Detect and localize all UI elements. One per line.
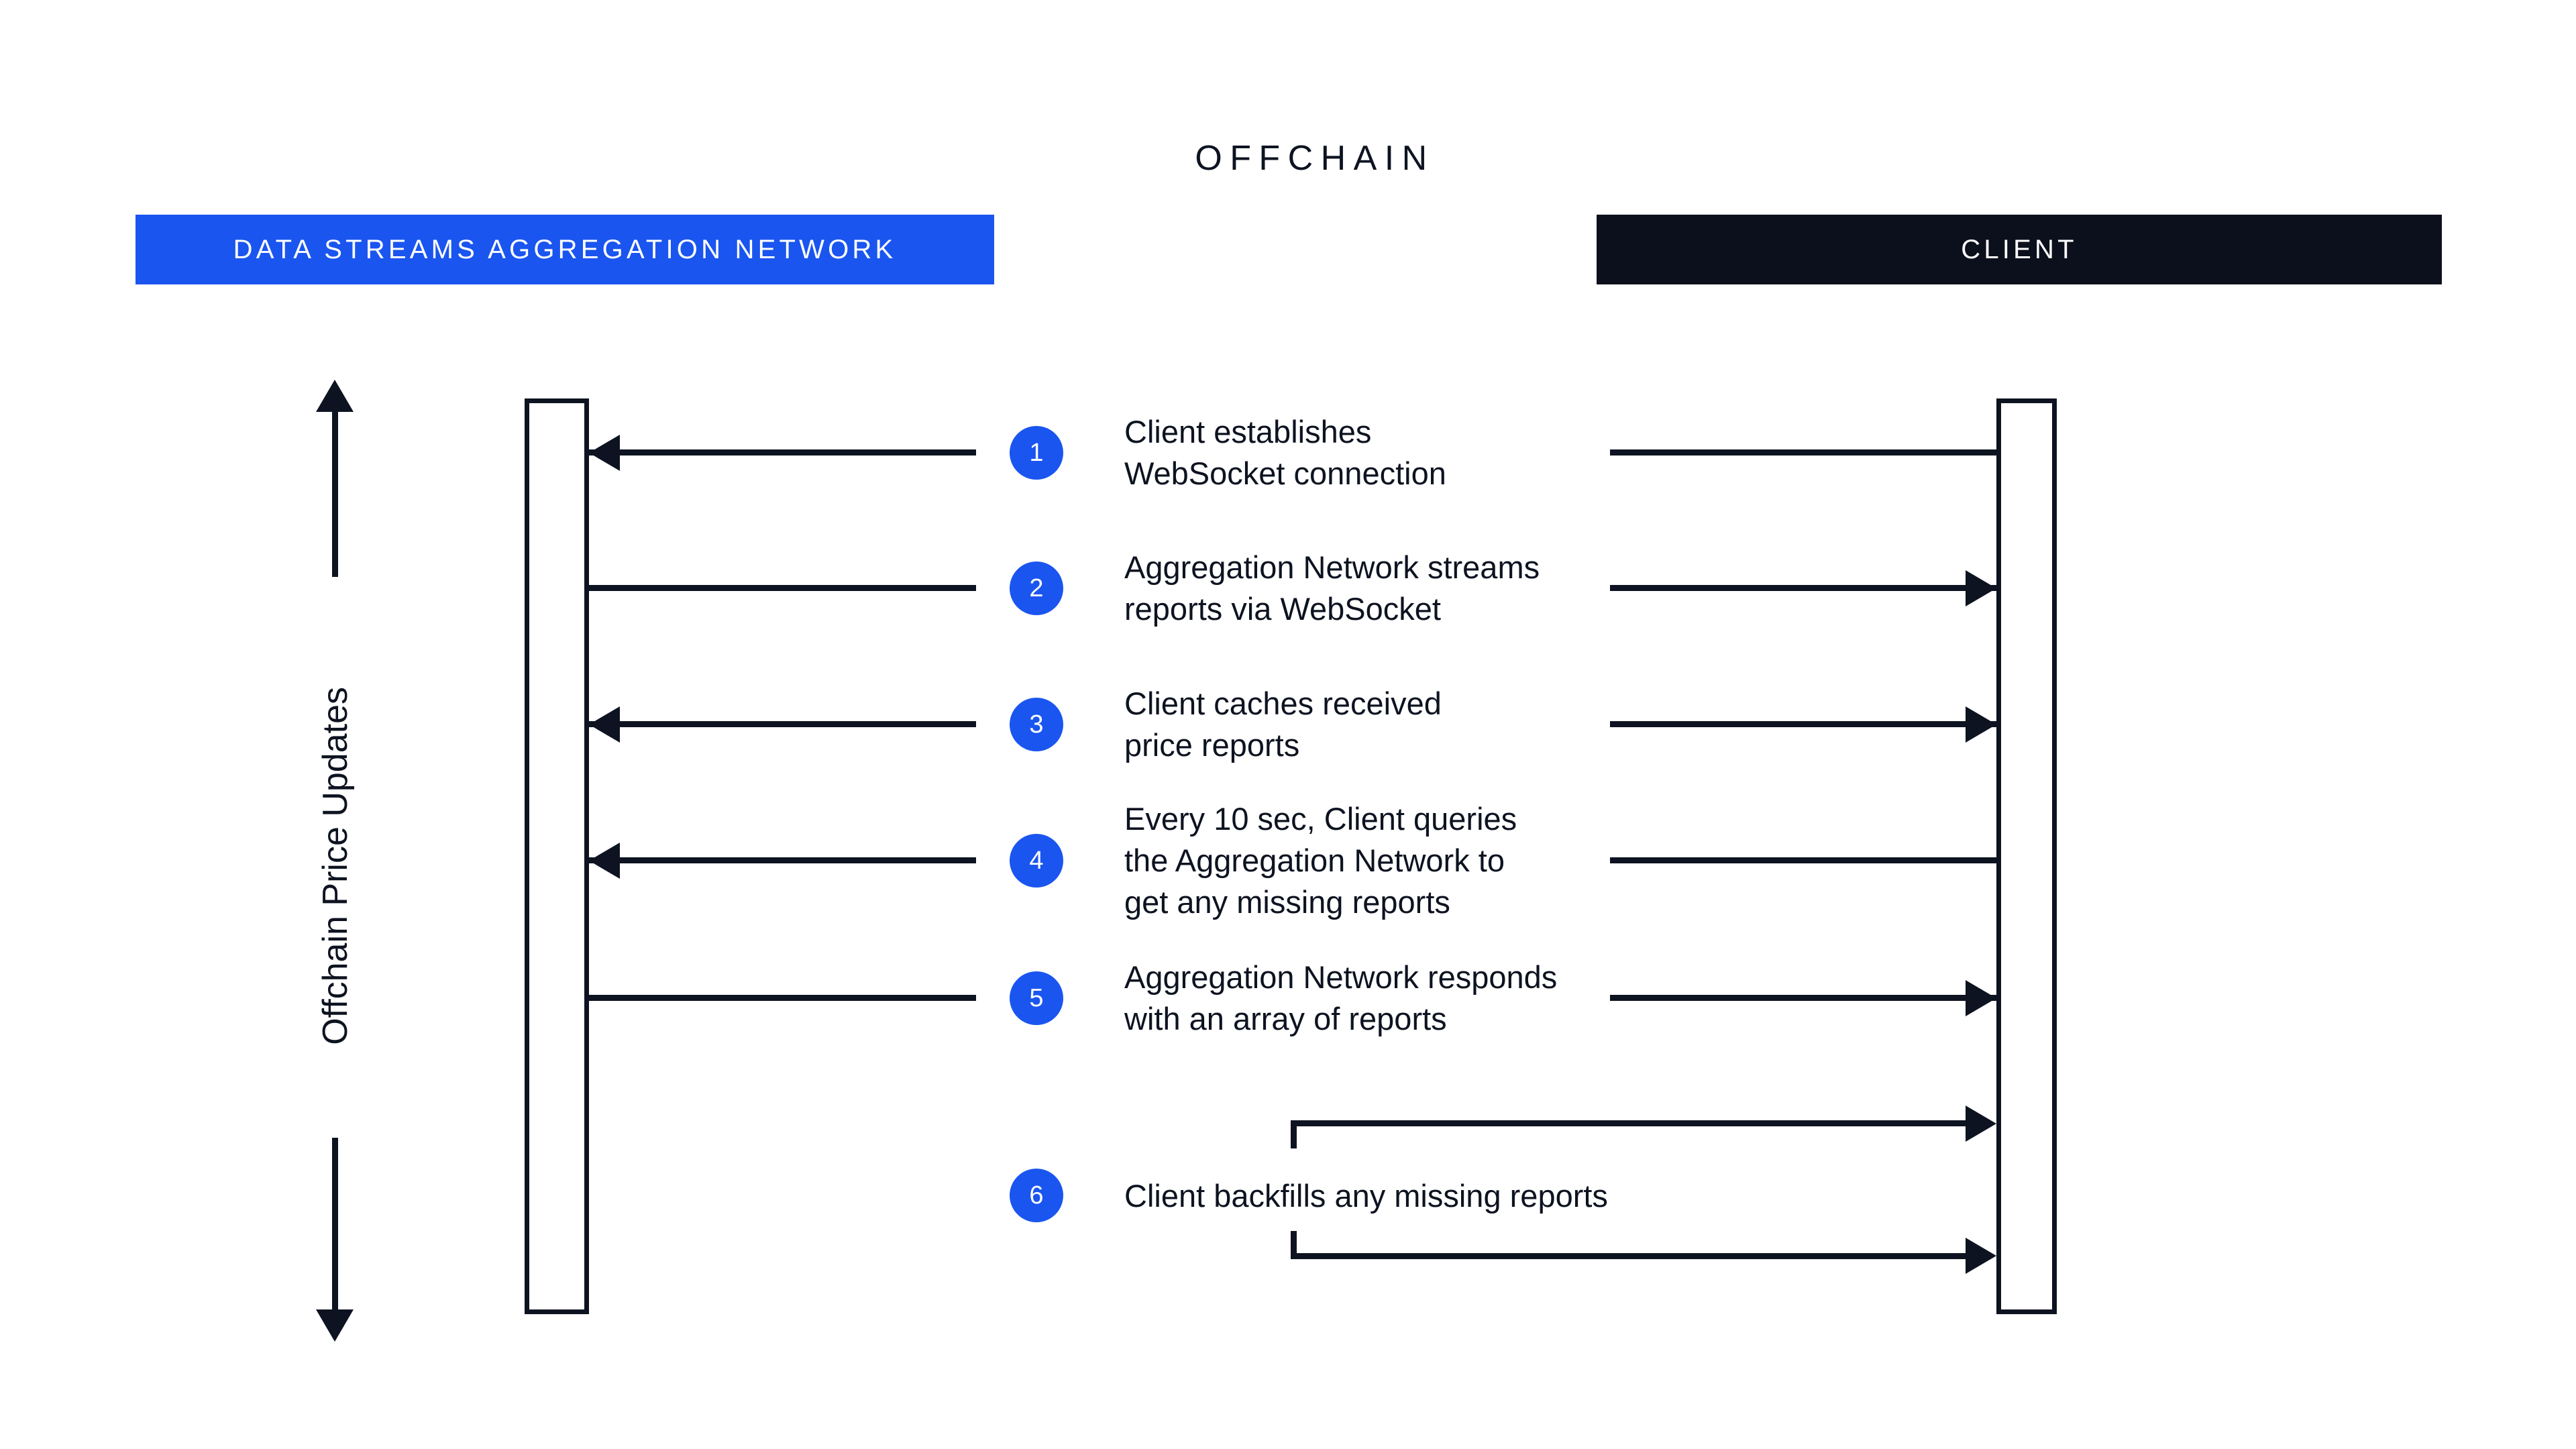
step-description: Client backfills any missing reports [1124, 1178, 1608, 1214]
axis-line-upper [332, 411, 338, 577]
message-line-left-step4 [589, 857, 976, 863]
backfill-upper-connector-stub [1291, 1120, 1297, 1148]
step-description: Client caches received price reports [1124, 686, 1442, 763]
message-line-right-step4 [1610, 857, 1996, 863]
backfill-upper-connector [1291, 1120, 1967, 1126]
arrowhead-into-client-icon [1966, 980, 1996, 1016]
step-description: Aggregation Network responds with an arr… [1124, 959, 1558, 1036]
axis-line-lower [332, 1138, 338, 1311]
page-title: OFFCHAIN [1195, 139, 1435, 178]
arrow-down-icon [316, 1309, 354, 1342]
step-number: 1 [1029, 438, 1044, 467]
step-number: 6 [1029, 1181, 1044, 1210]
client-participant-label: CLIENT [1961, 234, 2078, 264]
message-line-right-step5 [1610, 995, 1996, 1001]
message-line-right-step1 [1610, 449, 1996, 455]
network-lifeline-box [525, 398, 589, 1314]
message-line-left-step2 [589, 585, 976, 591]
step-badge: 1 [1010, 426, 1063, 480]
backfill-lower-connector-stub [1291, 1231, 1297, 1259]
step-description: Every 10 sec, Client queries the Aggrega… [1124, 801, 1517, 920]
step-number: 4 [1029, 846, 1044, 875]
message-line-left-step3 [589, 721, 976, 727]
step-description: Aggregation Network streams reports via … [1124, 549, 1540, 627]
arrow-up-icon [316, 380, 354, 412]
step-badge: 2 [1010, 561, 1063, 615]
arrowhead-into-client-icon [1966, 1238, 1996, 1274]
arrowhead-into-client-icon [1966, 706, 1996, 743]
client-participant-banner: CLIENT [1597, 215, 2442, 284]
axis-label: Offchain Price Updates [307, 627, 364, 1105]
backfill-lower-connector [1291, 1253, 1967, 1259]
message-line-left-step1 [589, 449, 976, 455]
step-description: Client establishes WebSocket connection [1124, 414, 1446, 491]
step-badge: 3 [1010, 698, 1063, 751]
message-line-right-step3 [1610, 721, 1996, 727]
client-lifeline-box [1996, 398, 2057, 1314]
step-number: 3 [1029, 710, 1044, 739]
step-number: 2 [1029, 574, 1044, 602]
axis-label-text: Offchain Price Updates [316, 687, 355, 1045]
network-participant-label: DATA STREAMS AGGREGATION NETWORK [233, 234, 897, 264]
step-badge: 6 [1010, 1169, 1063, 1222]
message-line-right-step2 [1610, 585, 1996, 591]
step-number: 5 [1029, 983, 1044, 1012]
arrowhead-into-client-icon [1966, 570, 1996, 606]
step-badge: 4 [1010, 834, 1063, 888]
step-badge: 5 [1010, 971, 1063, 1025]
arrowhead-into-client-icon [1966, 1106, 1996, 1142]
message-line-left-step5 [589, 995, 976, 1001]
network-participant-banner: DATA STREAMS AGGREGATION NETWORK [136, 215, 994, 284]
